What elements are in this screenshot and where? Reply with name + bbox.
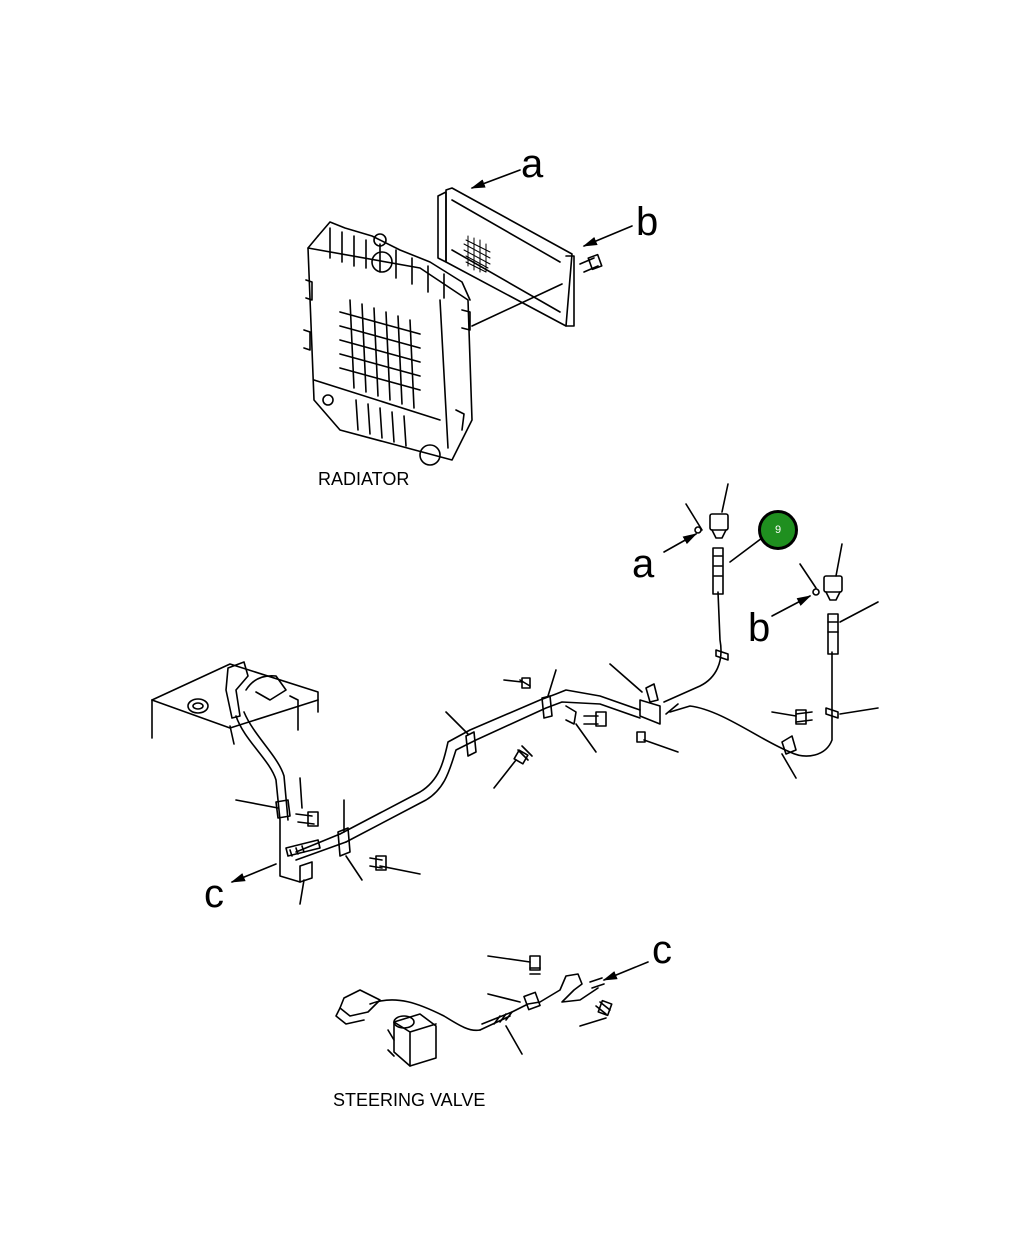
- tank-drawing: [151, 661, 319, 745]
- ref-label-b-mid: b: [748, 606, 771, 650]
- radiator-caption: RADIATOR: [318, 469, 410, 489]
- condenser-drawing: [437, 169, 633, 327]
- ref-label-b-top: b: [636, 200, 659, 244]
- callout-badge-9[interactable]: 9: [758, 510, 798, 550]
- ref-label-c-bottom: c: [652, 928, 672, 972]
- ref-label-a-top: a: [521, 142, 544, 186]
- steering-valve-caption: STEERING VALVE: [333, 1090, 486, 1110]
- pipe-drawing: [230, 483, 879, 981]
- radiator-drawing: [303, 221, 563, 466]
- ref-label-c-left: c: [204, 872, 224, 916]
- steering-valve-drawing: [335, 955, 613, 1067]
- ref-label-a-mid: a: [632, 542, 655, 586]
